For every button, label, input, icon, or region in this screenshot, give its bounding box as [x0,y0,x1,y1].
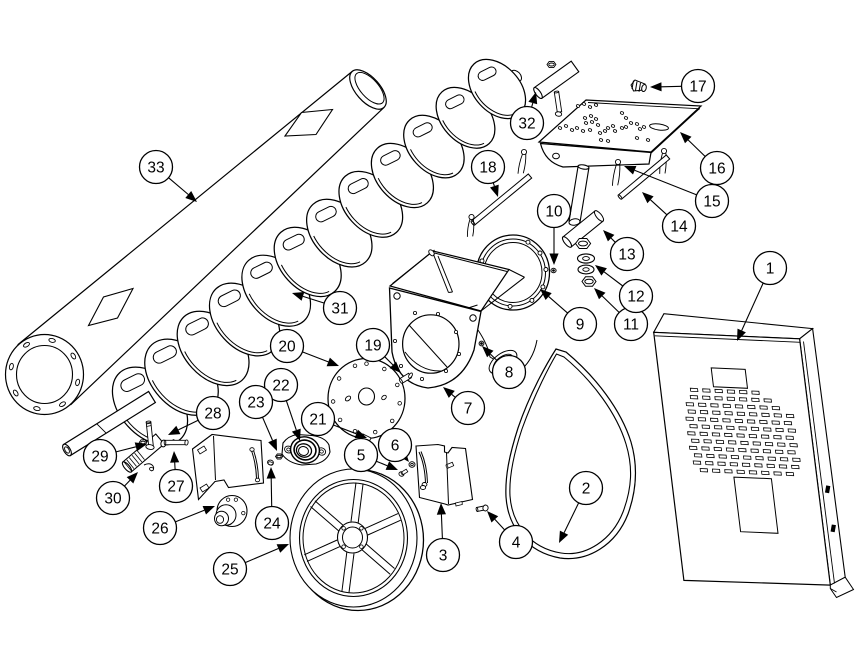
svg-text:9: 9 [576,317,585,334]
svg-text:28: 28 [204,406,221,423]
svg-text:8: 8 [505,365,514,382]
svg-text:11: 11 [623,317,639,334]
svg-text:13: 13 [618,247,635,264]
svg-text:29: 29 [91,449,108,466]
svg-text:22: 22 [272,378,289,395]
svg-text:26: 26 [151,521,168,538]
svg-text:7: 7 [464,401,473,418]
svg-text:14: 14 [670,219,688,236]
svg-text:24: 24 [263,516,281,533]
svg-text:31: 31 [331,301,348,318]
svg-text:10: 10 [545,204,563,221]
svg-text:16: 16 [708,161,725,178]
svg-text:17: 17 [689,79,706,96]
svg-text:20: 20 [278,339,296,356]
svg-text:33: 33 [147,160,164,177]
svg-text:21: 21 [309,412,326,429]
svg-text:15: 15 [703,194,720,211]
svg-text:5: 5 [357,448,366,465]
svg-text:12: 12 [627,289,644,306]
svg-text:30: 30 [104,491,122,508]
svg-text:27: 27 [167,479,184,496]
svg-text:3: 3 [439,548,448,565]
svg-text:23: 23 [247,395,264,412]
svg-text:2: 2 [582,481,591,498]
svg-text:32: 32 [518,116,535,133]
svg-text:4: 4 [512,535,521,552]
svg-text:25: 25 [221,562,238,579]
svg-text:18: 18 [479,160,496,177]
svg-text:6: 6 [391,438,400,455]
svg-text:1: 1 [766,261,775,278]
svg-text:19: 19 [364,338,381,355]
